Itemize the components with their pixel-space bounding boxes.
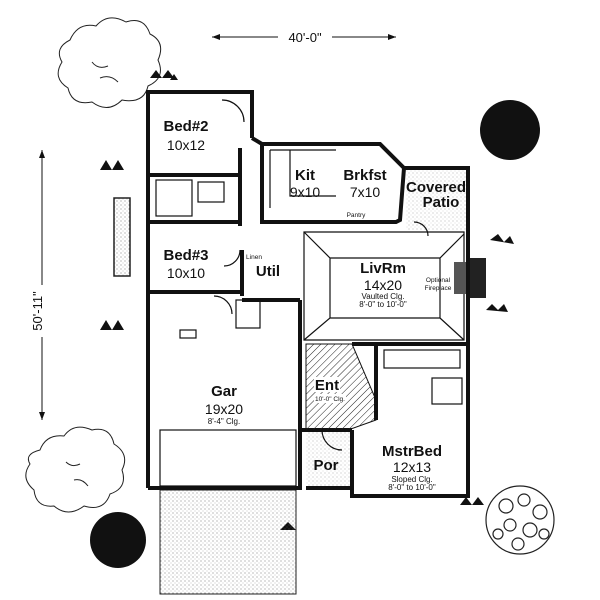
room-name: LivRm [360, 260, 406, 277]
width-dimension-label: 40'-0" [288, 30, 322, 45]
linen-label: Linen [246, 254, 262, 261]
room-label-bed3: Bed#3 10x10 [163, 247, 208, 281]
fireplace-label-line1: Optional [426, 277, 451, 284]
room-name: Covered [406, 179, 466, 196]
depth-dimension: 50'-11" [30, 150, 45, 420]
room-name: Ent [315, 377, 339, 394]
room-label-entry: Ent 10'-0" Clg. [314, 377, 346, 403]
depth-dimension-label: 50'-11" [30, 291, 45, 331]
room-size: 7x10 [350, 184, 381, 200]
room-label-bed2: Bed#2 10x12 [163, 118, 208, 153]
room-size: 14x20 [364, 277, 402, 293]
planter-left [113, 197, 131, 277]
room-name: Bed#3 [163, 247, 208, 264]
room-name: Bed#2 [163, 118, 208, 135]
interior-lines [155, 99, 465, 487]
room-label-kitchen: Kit 9x10 [290, 167, 321, 200]
room-label-living-room: LivRm 14x20 Vaulted Clg. 8'-0" to 10'-0" [359, 260, 407, 309]
room-size: 10x12 [167, 137, 205, 153]
room-note: 8'-4" Clg. [208, 417, 240, 426]
room-name: Por [313, 457, 338, 474]
fireplace-label-line2: Fireplace [425, 285, 452, 292]
room-label-garage: Gar 19x20 8'-4" Clg. [205, 383, 243, 426]
tree-bottom-left [25, 426, 126, 513]
room-name: Kit [295, 167, 315, 184]
driveway [159, 489, 297, 595]
porch-floor [306, 432, 350, 486]
room-size: 9x10 [290, 184, 321, 200]
room-note: 8'-0" to 10'-0" [359, 300, 407, 309]
room-label-porch: Por [313, 457, 338, 474]
shrub-bottom-right [485, 485, 555, 555]
room-label-utility: Util [256, 263, 280, 280]
room-size: 19x20 [205, 401, 243, 417]
landscaping [25, 17, 162, 513]
tree-top-left [57, 17, 162, 108]
room-name: MstrBed [382, 443, 442, 460]
room-note: 10'-0" Clg. [315, 396, 345, 403]
pantry-label: Pantry [347, 212, 367, 219]
room-note: 8'-0" to 10'-0" [388, 483, 436, 492]
room-name: Gar [211, 383, 237, 400]
shrub-bottom-left [90, 512, 146, 568]
fireplace-hearth [454, 262, 466, 294]
room-label-covered-patio: Covered Patio [406, 179, 466, 211]
room-label-master-bedroom: MstrBed 12x13 Sloped Clg. 8'-0" to 10'-0… [382, 443, 442, 492]
dark-shrubs [90, 70, 540, 568]
room-size: 10x10 [167, 265, 205, 281]
room-note: Vaulted Clg. [362, 292, 405, 301]
room-name: Brkfst [343, 167, 386, 184]
entry-floor [305, 343, 377, 431]
room-name: Util [256, 263, 280, 280]
room-size: 12x13 [393, 459, 431, 475]
fireplace [470, 258, 486, 298]
room-size: Patio [423, 194, 460, 211]
covered-patio-floor [406, 170, 466, 230]
width-dimension: 40'-0" [212, 30, 396, 45]
room-note: Sloped Clg. [391, 475, 432, 484]
room-label-breakfast: Brkfst 7x10 [343, 167, 386, 200]
shrub-top-right [480, 100, 540, 160]
